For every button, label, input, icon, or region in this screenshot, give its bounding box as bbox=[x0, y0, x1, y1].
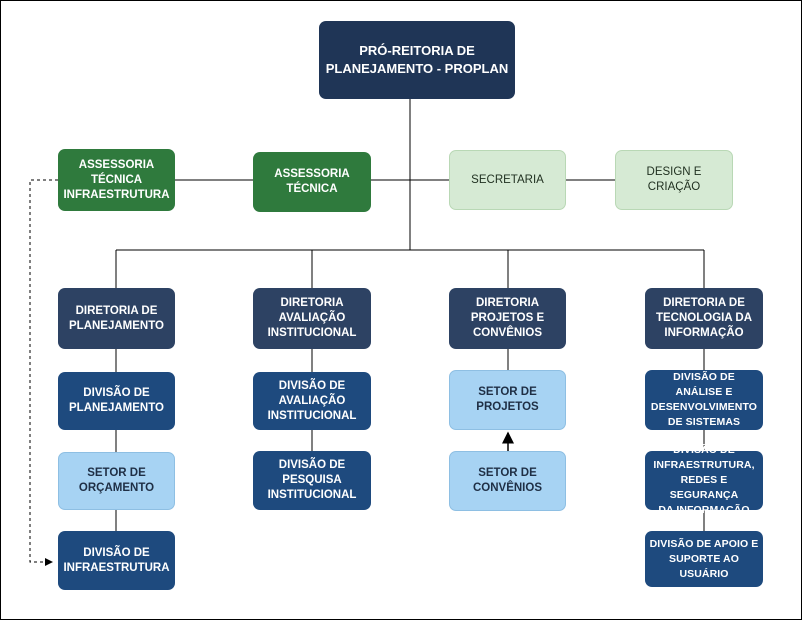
node-design-criacao: DESIGN E CRIAÇÃO bbox=[615, 150, 733, 210]
node-assessoria-tecnica-infraestrutura: ASSESSORIA TÉCNICA INFRAESTRUTURA bbox=[58, 149, 175, 211]
node-setor-orcamento: SETOR DE ORÇAMENTO bbox=[58, 452, 175, 510]
node-diretoria-planejamento: DIRETORIA DE PLANEJAMENTO bbox=[58, 288, 175, 349]
dashed-link-infraestrutura bbox=[29, 179, 58, 566]
node-diretoria-ti: DIRETORIA DE TECNOLOGIA DA INFORMAÇÃO bbox=[645, 288, 763, 349]
node-divisao-apoio-suporte: DIVISÃO DE APOIO E SUPORTE AO USUÁRIO bbox=[645, 531, 763, 587]
node-divisao-infraestrutura-redes: DIVISÃO DE INFRAESTRUTURA, REDES E SEGUR… bbox=[645, 444, 763, 516]
node-diretoria-projetos: DIRETORIA PROJETOS E CONVÊNIOS bbox=[449, 288, 566, 349]
node-proplan: PRÓ-REITORIA DE PLANEJAMENTO - PROPLAN bbox=[319, 21, 515, 99]
node-diretoria-avaliacao: DIRETORIA AVALIAÇÃO INSTITUCIONAL bbox=[253, 288, 371, 349]
node-divisao-infraestrutura: DIVISÃO DE INFRAESTRUTURA bbox=[58, 531, 175, 590]
node-divisao-pesquisa-institucional: DIVISÃO DE PESQUISA INSTITUCIONAL bbox=[253, 451, 371, 510]
node-setor-projetos: SETOR DE PROJETOS bbox=[449, 370, 566, 430]
node-divisao-analise-desenvolvimento: DIVISÃO DE ANÁLISE E DESENVOLVIMENTO DE … bbox=[645, 370, 763, 430]
node-divisao-planejamento: DIVISÃO DE PLANEJAMENTO bbox=[58, 372, 175, 430]
node-secretaria: SECRETARIA bbox=[449, 150, 566, 210]
node-assessoria-tecnica: ASSESSORIA TÉCNICA bbox=[253, 152, 371, 212]
node-divisao-avaliacao-institucional: DIVISÃO DE AVALIAÇÃO INSTITUCIONAL bbox=[253, 372, 371, 430]
node-setor-convenios: SETOR DE CONVÊNIOS bbox=[449, 451, 566, 511]
